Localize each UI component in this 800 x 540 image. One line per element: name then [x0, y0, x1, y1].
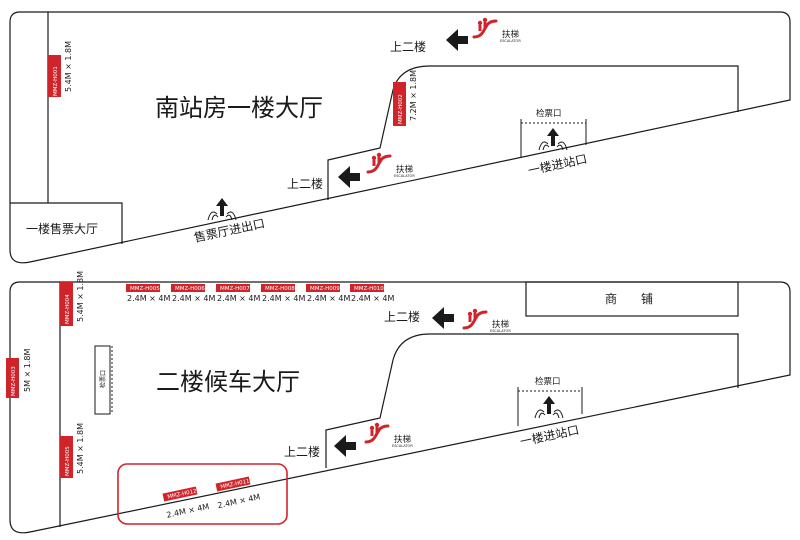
- entry-arrow-icon: [534, 395, 564, 419]
- shop-label: 商 铺: [605, 291, 653, 306]
- floor2-outline: [9, 281, 791, 534]
- ad-h002: MMZ-H002 7.2M × 1.8M: [393, 70, 418, 126]
- floor1-plan: MMZ-H001 5.4M × 1.8M MMZ-H002 7.2M × 1.8…: [9, 11, 791, 264]
- floor2-escalator-label-mid: 扶梯: [394, 434, 412, 445]
- svg-text:5.4M × 1.8M: 5.4M × 1.8M: [76, 423, 85, 474]
- floor2-up-mid: 上二楼: [284, 444, 320, 459]
- ad-row-top: MMZ-H005 2.4M × 4M MMZ-H006 2.4M × 4M MM…: [126, 284, 395, 303]
- ad-h008: MMZ-H008 2.4M × 4M: [261, 284, 306, 303]
- svg-text:MMZ-H004: MMZ-H004: [65, 294, 71, 324]
- ad-h010: MMZ-H010 2.4M × 4M: [350, 284, 395, 303]
- ticket-hall-box: [10, 202, 123, 244]
- floor1-checkpoint-label: 检票口: [536, 108, 562, 119]
- floor2-checkpoint-label: 检票口: [535, 376, 561, 387]
- floor2-hall-title: 二楼候车大厅: [156, 368, 300, 396]
- svg-text:MMZ-H006: MMZ-H006: [175, 286, 205, 292]
- svg-text:MMZ-H008: MMZ-H008: [265, 286, 295, 292]
- floor2-plan: 商 铺 MMZ-H003 5M × 1.8M MMZ-H004 5.4M × 1…: [6, 271, 791, 534]
- svg-text:5.4M × 1.8M: 5.4M × 1.8M: [76, 271, 85, 322]
- ad-h005-vertical: MMZ-H005 5.4M × 1.8M: [60, 423, 85, 478]
- escalator-icon: [364, 421, 390, 444]
- arrow-left-icon: [338, 166, 360, 188]
- svg-text:2.4M × 4M: 2.4M × 4M: [307, 294, 351, 303]
- arrow-left-icon: [432, 307, 454, 329]
- floor2-up-top: 上二楼: [384, 309, 420, 324]
- svg-text:2.4M × 4M: 2.4M × 4M: [351, 294, 395, 303]
- svg-text:MMZ-H003: MMZ-H003: [11, 366, 17, 396]
- arrow-left-icon: [446, 29, 468, 51]
- floor2-inner-wall: [325, 333, 739, 468]
- ad-h003: MMZ-H003 5M × 1.8M: [6, 348, 32, 398]
- svg-text:MMZ-H005: MMZ-H005: [65, 446, 71, 476]
- floor2-entrance-label: 一楼进站口: [519, 422, 581, 449]
- floor1-escalator-sub-top: ESCALATOR: [500, 39, 521, 43]
- floor1-hall-title: 南站房一楼大厅: [155, 94, 323, 122]
- arrow-left-icon: [334, 435, 356, 457]
- ad-h004: MMZ-H004 5.4M × 1.8M: [60, 271, 85, 326]
- floor1-outline: [9, 11, 791, 264]
- svg-text:2.4M × 4M: 2.4M × 4M: [262, 294, 306, 303]
- floor1-gate-line: [520, 119, 587, 158]
- ad-h006: MMZ-H006 2.4M × 4M: [171, 284, 216, 303]
- entry-arrow-icon: [207, 197, 237, 221]
- svg-text:MMZ-H010: MMZ-H010: [354, 286, 384, 292]
- svg-text:MMZ-H007: MMZ-H007: [220, 286, 250, 292]
- floor1-entrance-label: 一楼进站口: [527, 151, 589, 178]
- ticket-hall-label: 一楼售票大厅: [26, 221, 98, 236]
- svg-text:MMZ-H002: MMZ-H002: [398, 94, 404, 124]
- floor1-inner-wall: [327, 65, 739, 200]
- svg-text:MMZ-H005: MMZ-H005: [130, 286, 160, 292]
- svg-text:2.4M × 4M: 2.4M × 4M: [217, 492, 261, 510]
- ad-h009: MMZ-H009 2.4M × 4M: [306, 284, 351, 303]
- svg-text:MMZ-H001: MMZ-H001: [53, 66, 59, 96]
- floor1-escalator-label-mid: 扶梯: [396, 164, 414, 175]
- floor2-gate: 检票口: [94, 345, 113, 415]
- floor1-up-mid: 上二楼: [287, 176, 323, 191]
- svg-text:MMZ-H009: MMZ-H009: [310, 286, 340, 292]
- floor1-escalator-sub-mid: ESCALATOR: [394, 174, 415, 178]
- svg-text:5M × 1.8M: 5M × 1.8M: [23, 348, 32, 392]
- svg-text:2.4M × 4M: 2.4M × 4M: [127, 294, 171, 303]
- escalator-icon: [366, 151, 392, 174]
- ad-h005: MMZ-H005 2.4M × 4M: [126, 284, 171, 303]
- svg-text:检票口: 检票口: [99, 370, 107, 388]
- highlight-zone: [117, 463, 288, 525]
- shop-box: [525, 281, 739, 317]
- svg-text:5.4M × 1.8M: 5.4M × 1.8M: [64, 41, 73, 92]
- svg-text:2.4M × 4M: 2.4M × 4M: [166, 502, 210, 520]
- floor2-gate-line: [517, 387, 583, 426]
- floor1-escalator-label-top: 扶梯: [502, 29, 520, 40]
- floor2-escalator-sub-top: ESCALATOR: [490, 329, 511, 333]
- ad-h001: MMZ-H001 5.4M × 1.8M: [48, 41, 73, 97]
- svg-text:2.4M × 4M: 2.4M × 4M: [217, 294, 261, 303]
- floor2-escalator-label-top: 扶梯: [492, 319, 510, 330]
- escalator-icon: [462, 307, 488, 330]
- ad-h011: MMZ-H011 2.4M × 4M: [215, 476, 261, 510]
- floor1-up-top: 上二楼: [390, 39, 426, 54]
- floor2-escalator-sub-mid: ESCALATOR: [392, 444, 413, 448]
- ad-h007: MMZ-H007 2.4M × 4M: [216, 284, 261, 303]
- svg-text:7.2M × 1.8M: 7.2M × 1.8M: [409, 70, 418, 121]
- entry-arrow-icon: [538, 127, 568, 151]
- escalator-icon: [472, 16, 498, 39]
- svg-text:2.4M × 4M: 2.4M × 4M: [172, 294, 216, 303]
